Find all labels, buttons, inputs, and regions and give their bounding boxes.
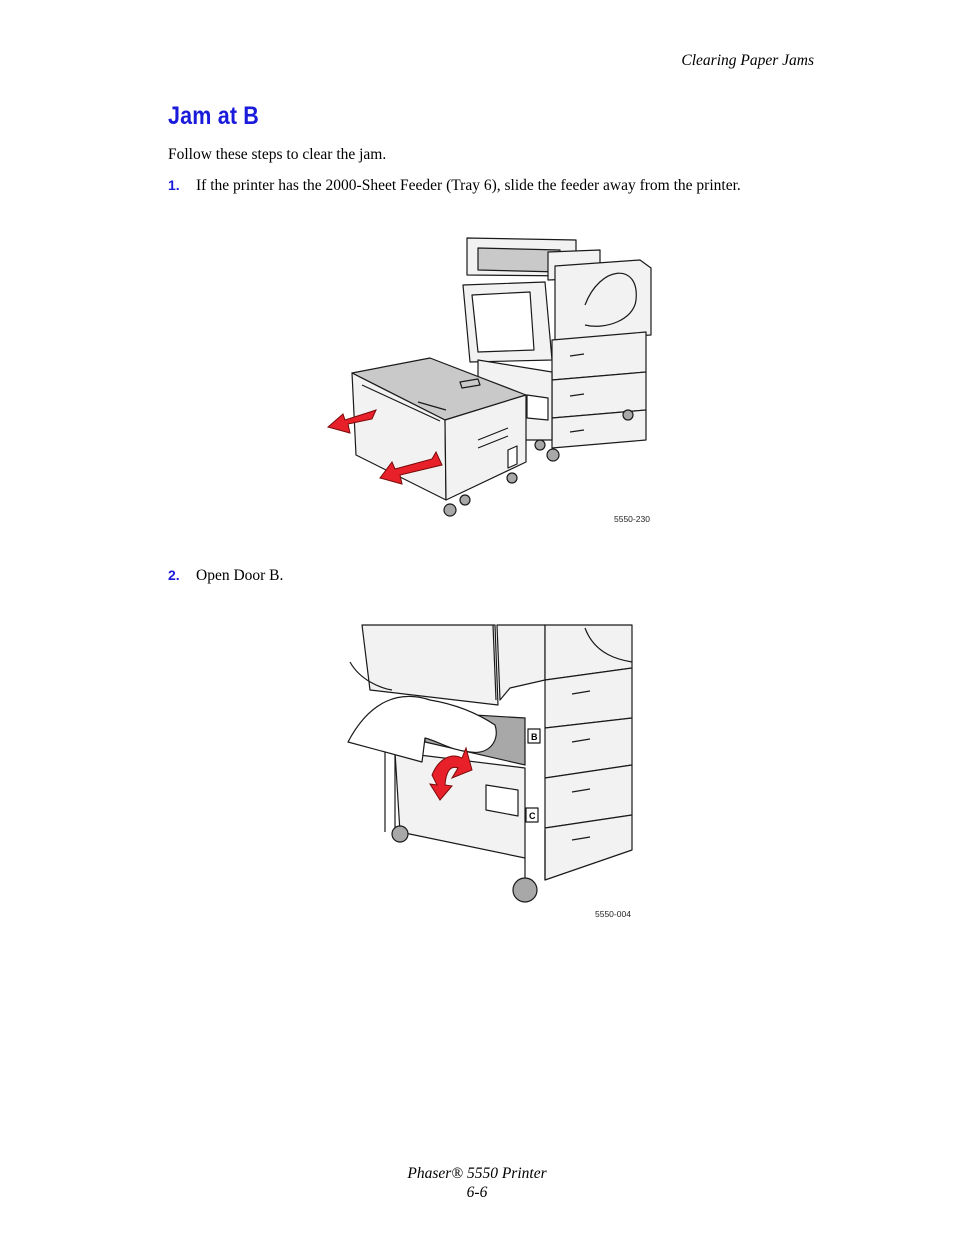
step-2-number: 2. [168, 567, 180, 583]
step-1-text: If the printer has the 2000-Sheet Feeder… [196, 177, 741, 194]
label-c: C [529, 811, 536, 821]
running-head: Clearing Paper Jams [681, 52, 814, 69]
section-title: Jam at B [168, 102, 259, 130]
footer-page-number: 6-6 [466, 1184, 488, 1201]
red-arrow-down [429, 746, 473, 801]
printer-illustration [462, 237, 652, 462]
step-1-number: 1. [168, 177, 180, 193]
step-2-text: Open Door B. [196, 567, 284, 584]
page-footer: Phaser® 5550 Printer 6-6 [0, 1164, 954, 1202]
footer-product: Phaser® 5550 Printer [407, 1165, 547, 1182]
printer-side-view: B C [361, 624, 633, 903]
hand-illustration [347, 661, 497, 763]
step-1: 1. If the printer has the 2000-Sheet Feed… [168, 177, 741, 195]
label-b: B [531, 732, 538, 742]
intro-text: Follow these steps to clear the jam. [168, 146, 387, 163]
step-2: 2. Open Door B. [168, 567, 283, 585]
figure-2-code: 5550-004 [595, 909, 631, 919]
red-arrows [326, 409, 443, 485]
figure-1-code: 5550-230 [614, 514, 650, 524]
feeder-illustration [351, 357, 527, 517]
